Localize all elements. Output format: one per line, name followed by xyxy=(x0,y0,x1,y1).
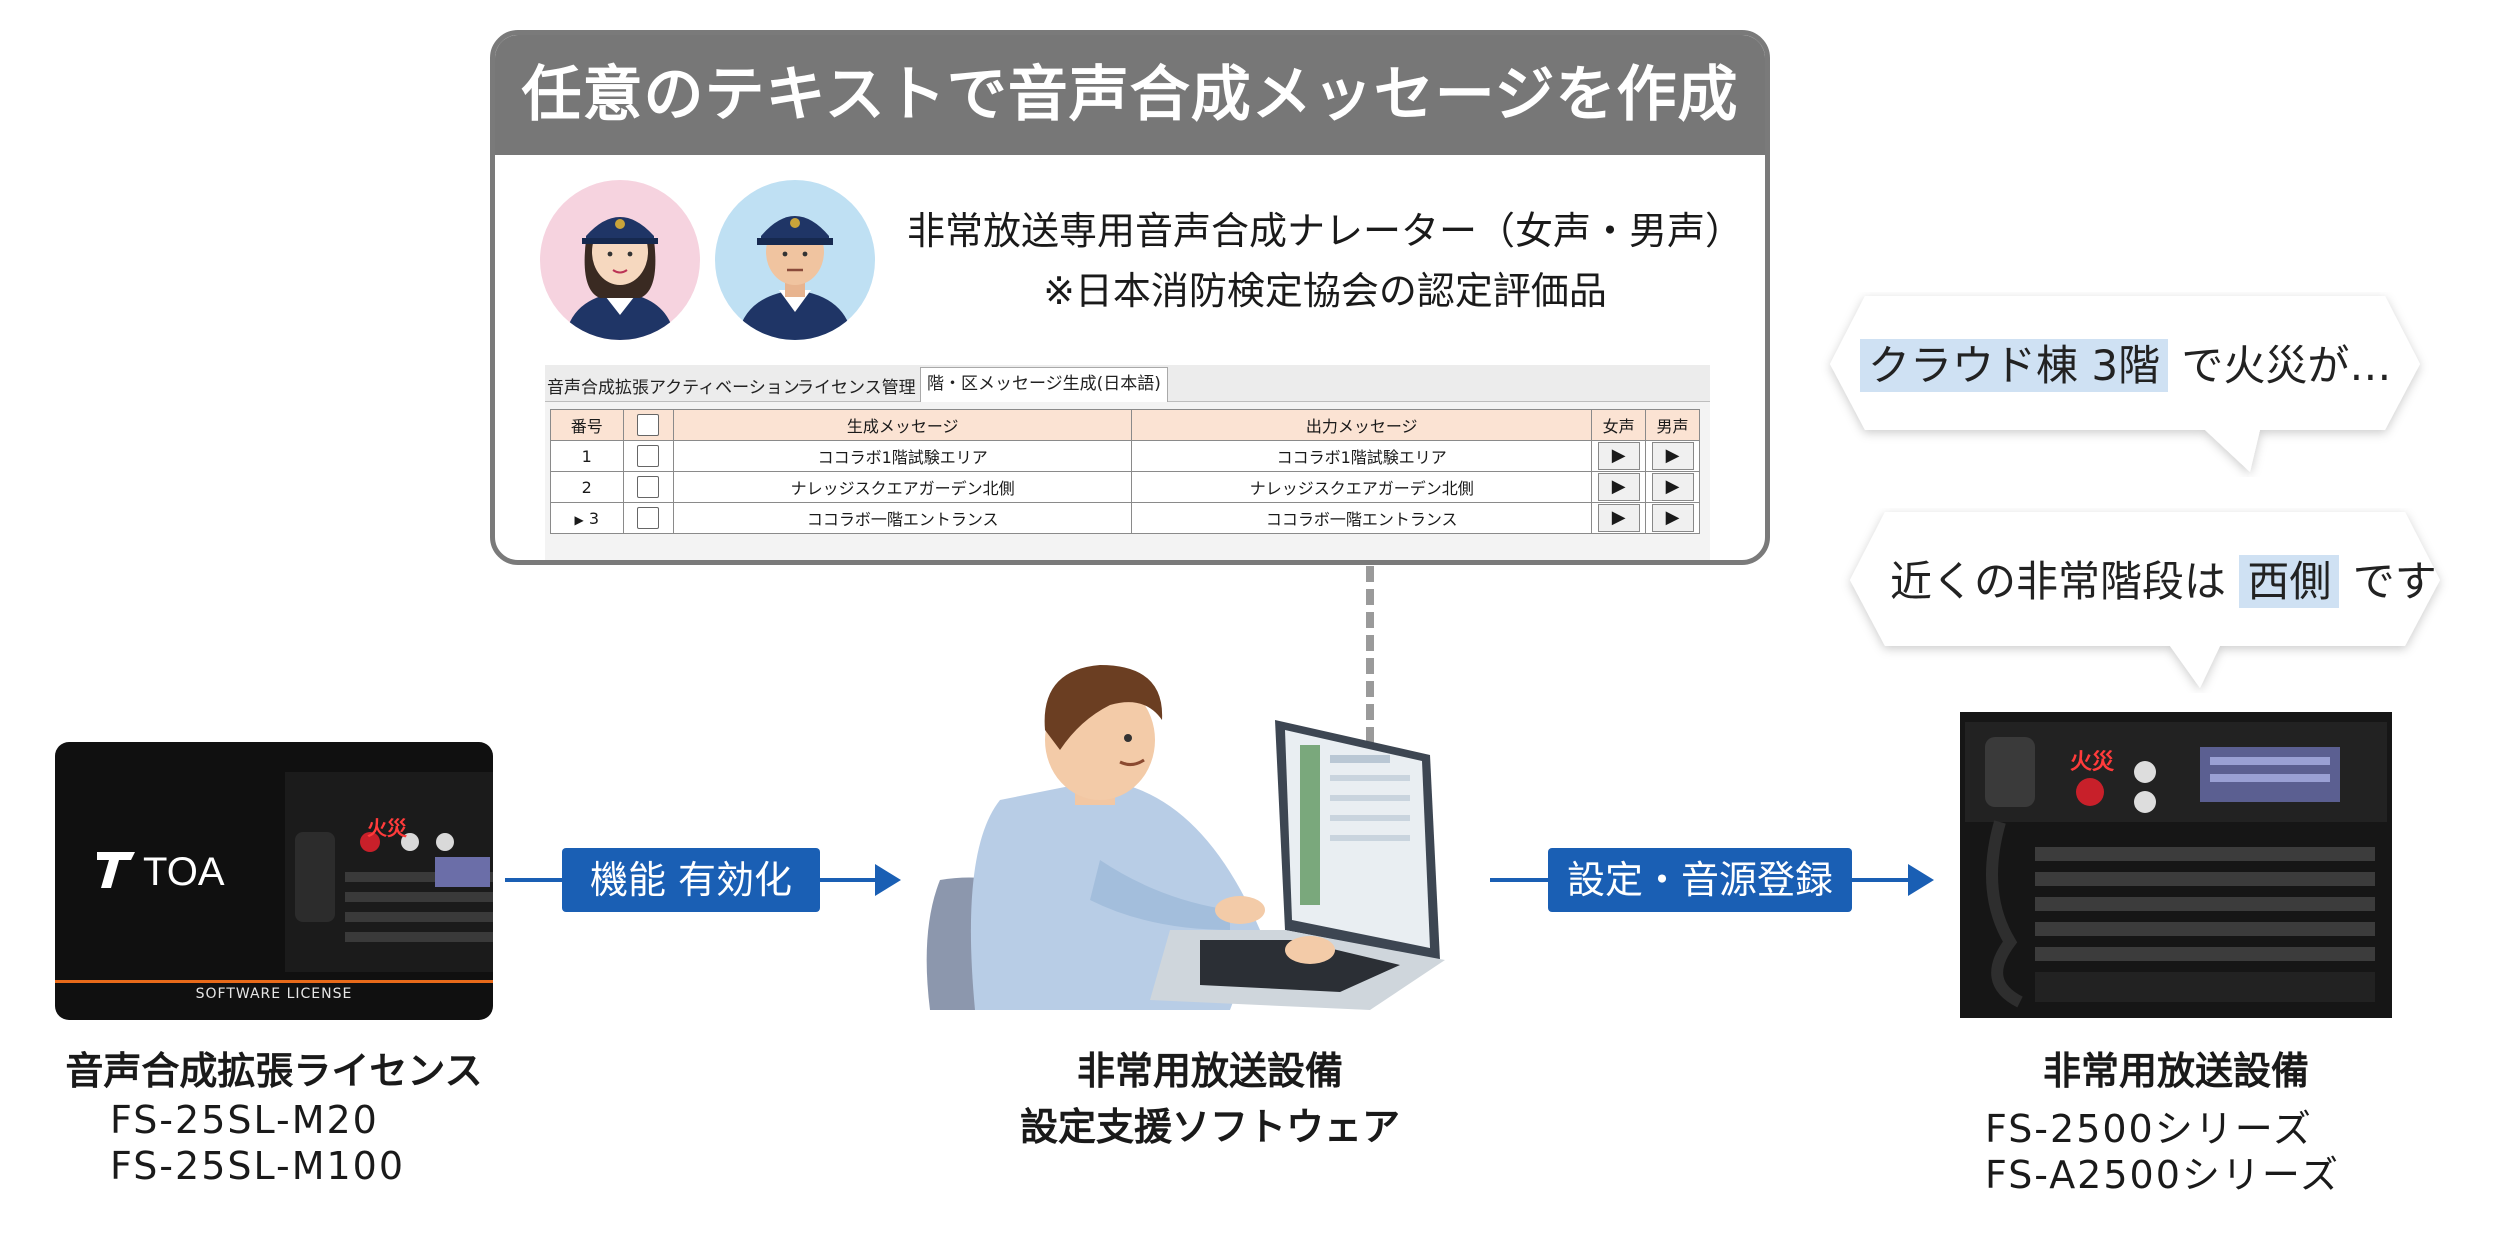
row-select xyxy=(622,440,675,472)
software-product-line2: 設定支援ソフトウェア xyxy=(1019,1105,1400,1149)
orange-strip xyxy=(55,980,493,983)
male-play-button[interactable]: ▶ xyxy=(1651,442,1694,470)
bubble-2-prefix: 近くの非常階段は xyxy=(1890,557,2240,606)
license-model-1: FS-25SL-M20 xyxy=(110,1098,379,1142)
certification-note: ※日本消防検定協会の認定評価品 xyxy=(1043,269,1607,313)
equipment-name: 非常用放送設備 xyxy=(2042,1049,2309,1093)
header-number: 番号 xyxy=(550,409,624,441)
bubble-1-suffix: で火災が… xyxy=(2168,341,2392,390)
select-all-checkbox[interactable] xyxy=(637,414,660,436)
header-output: 出力メッセージ xyxy=(1131,409,1593,441)
bubble-1-highlight: クラウド棟 3階 xyxy=(1860,339,2169,392)
generated-message[interactable]: ココラボ一階エントランス xyxy=(673,502,1133,534)
equipment-series-2: FS-A2500シリーズ xyxy=(1985,1153,2340,1197)
output-message: ココラボ1階試験エリア xyxy=(1131,440,1593,472)
male-narrator-avatar xyxy=(715,180,875,340)
tab-license[interactable]: ライセンス管理 xyxy=(797,378,916,398)
fire-label: 火災 xyxy=(367,816,407,840)
bubble-2-text: 近くの非常階段は 西側 です xyxy=(1890,548,2437,609)
row-checkbox[interactable] xyxy=(637,507,660,529)
generated-message[interactable]: ナレッジスクエアガーデン北側 xyxy=(673,471,1133,503)
table-row[interactable]: 1 ココラボ1階試験エリア ココラボ1階試験エリア ▶ ▶ xyxy=(550,440,1700,472)
bubble-2-suffix: です xyxy=(2339,557,2437,606)
emergency-broadcast-equipment: 火災 xyxy=(1960,712,2392,1018)
tab-message-generation[interactable]: 階・区メッセージ生成(日本語) xyxy=(920,367,1168,402)
output-message: ナレッジスクエアガーデン北側 xyxy=(1131,471,1593,503)
row-number: ▶ 3 xyxy=(550,502,624,534)
row-number: 2 xyxy=(550,471,624,503)
row-number-text: 2 xyxy=(581,477,592,497)
panel-title: 任意のテキストで音声合成メッセージを作成 xyxy=(495,35,1765,155)
card-footer-text: SOFTWARE LICENSE xyxy=(195,986,353,1002)
male-play-cell: ▶ xyxy=(1645,471,1700,503)
row-number-text: 1 xyxy=(581,446,592,466)
step-enable-function: 機能 有効化 xyxy=(562,848,820,912)
arrow-right-icon xyxy=(1908,864,1934,896)
software-window: 音声合成拡張アクティベーション ライセンス管理 階・区メッセージ生成(日本語) … xyxy=(545,365,1710,560)
male-play-cell: ▶ xyxy=(1645,440,1700,472)
brand-name: TOA xyxy=(143,850,225,894)
dashed-connector xyxy=(1366,566,1374,766)
female-play-cell: ▶ xyxy=(1591,502,1647,534)
female-play-button[interactable]: ▶ xyxy=(1597,442,1640,470)
generated-message[interactable]: ココラボ1階試験エリア xyxy=(673,440,1133,472)
table-row[interactable]: 2 ナレッジスクエアガーデン北側 ナレッジスクエアガーデン北側 ▶ ▶ xyxy=(550,471,1700,503)
female-play-cell: ▶ xyxy=(1591,440,1647,472)
narrator-description: 非常放送専用音声合成ナレーター（女声・男声） xyxy=(906,209,1743,253)
row-number-text: 3 xyxy=(588,508,599,528)
female-narrator-avatar xyxy=(540,180,700,340)
callout-panel: 任意のテキストで音声合成メッセージを作成 xyxy=(490,30,1770,565)
software-product-line1: 非常用放送設備 xyxy=(1076,1049,1343,1093)
table-header-row: 番号 生成メッセージ 出力メッセージ 女声 男声 xyxy=(550,409,1700,441)
row-checkbox[interactable] xyxy=(637,445,660,467)
message-table: 番号 生成メッセージ 出力メッセージ 女声 男声 1 ココラボ1階試験エリア コ… xyxy=(550,409,1700,534)
row-number: 1 xyxy=(550,440,624,472)
software-license-card: 火災 TOA SOFTWARE LICENSE xyxy=(55,742,493,1020)
equipment-series-1: FS-2500シリーズ xyxy=(1985,1107,2313,1151)
license-model-2: FS-25SL-M100 xyxy=(110,1144,406,1188)
output-message: ココラボ一階エントランス xyxy=(1131,502,1593,534)
rack-photo xyxy=(1960,712,2392,1018)
row-checkbox[interactable] xyxy=(637,476,660,498)
table-row[interactable]: ▶ 3 ココラボ一階エントランス ココラボ一階エントランス ▶ ▶ xyxy=(550,502,1700,534)
header-female: 女声 xyxy=(1591,409,1647,441)
header-select xyxy=(622,409,675,441)
tab-activation[interactable]: 音声合成拡張アクティベーション xyxy=(547,378,800,398)
header-male: 男声 xyxy=(1645,409,1700,441)
person-laptop-illustration xyxy=(926,665,1445,1010)
female-play-button[interactable]: ▶ xyxy=(1597,504,1640,532)
row-marker: ▶ xyxy=(574,512,584,527)
fire-label: 火災 xyxy=(2070,750,2115,775)
row-select xyxy=(622,471,675,503)
female-play-cell: ▶ xyxy=(1591,471,1647,503)
equipment-photo xyxy=(285,772,493,972)
software-tab-bar: 音声合成拡張アクティベーション ライセンス管理 階・区メッセージ生成(日本語) xyxy=(545,365,1710,402)
arrow-right-icon xyxy=(875,864,901,896)
toa-logo-icon xyxy=(97,852,135,888)
row-select xyxy=(622,502,675,534)
male-play-button[interactable]: ▶ xyxy=(1651,473,1694,501)
step-settings-registration: 設定・音源登録 xyxy=(1548,848,1852,912)
header-generated: 生成メッセージ xyxy=(673,409,1133,441)
license-name: 音声合成拡張ライセンス xyxy=(65,1049,483,1093)
male-play-button[interactable]: ▶ xyxy=(1651,504,1694,532)
bubble-2-highlight: 西側 xyxy=(2239,555,2340,608)
bubble-1-text: クラウド棟 3階 で火災が… xyxy=(1860,332,2391,393)
female-play-button[interactable]: ▶ xyxy=(1597,473,1640,501)
male-play-cell: ▶ xyxy=(1645,502,1700,534)
